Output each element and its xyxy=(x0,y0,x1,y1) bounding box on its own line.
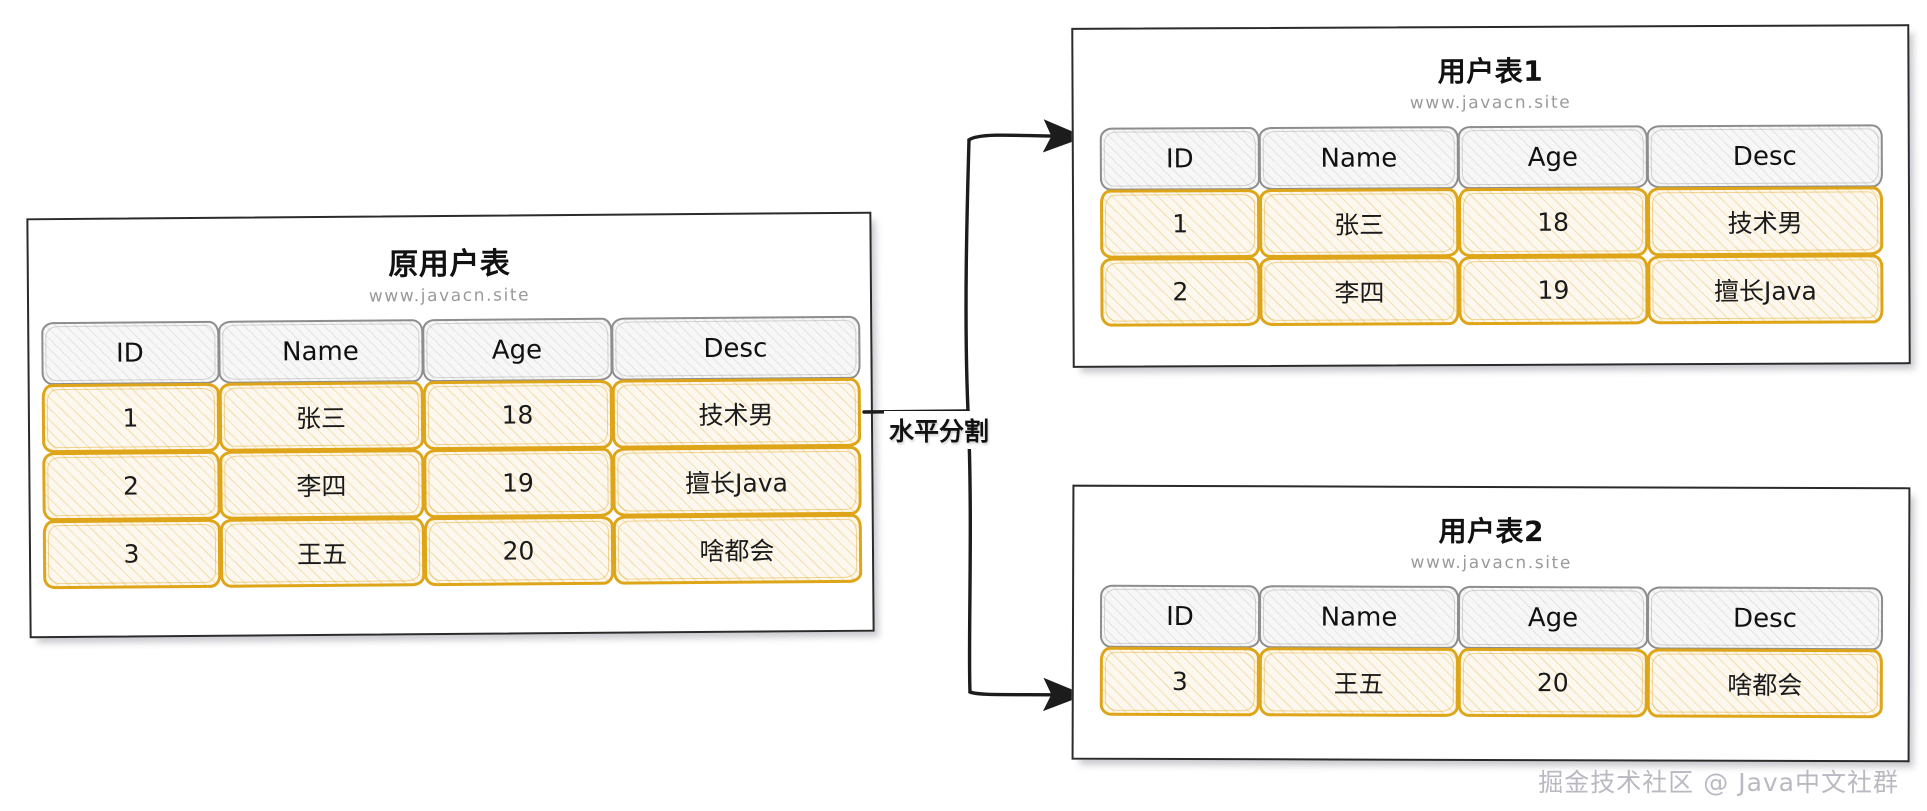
column-header-age: Age xyxy=(1457,125,1648,190)
cell-name: 张三 xyxy=(1258,188,1460,259)
cell-id: 3 xyxy=(1099,646,1260,717)
cell-age: 20 xyxy=(423,515,614,587)
column-header-id: ID xyxy=(40,320,220,386)
table-row: 2 李四 19 擅长Java xyxy=(41,445,862,522)
table-row: 3 王五 20 啥都会 xyxy=(1099,646,1883,719)
shard1-table-subtitle: www.javacn.site xyxy=(1409,92,1572,114)
cell-name: 张三 xyxy=(218,381,424,452)
column-header-name: Name xyxy=(217,319,424,384)
cell-desc: 啥都会 xyxy=(1646,648,1883,719)
cell-age: 18 xyxy=(422,379,613,451)
table-row: 1 张三 18 技术男 xyxy=(41,377,861,454)
cell-name: 王五 xyxy=(1258,647,1459,717)
column-header-name: Name xyxy=(1258,126,1459,191)
column-header-id: ID xyxy=(1099,584,1261,649)
watermark: 掘金技术社区 @ Java中文社群 xyxy=(1538,768,1899,797)
shard2-table-title: 用户表2 xyxy=(1438,514,1545,549)
column-header-id: ID xyxy=(1099,127,1260,191)
cell-id: 3 xyxy=(42,518,221,590)
column-header-age: Age xyxy=(1457,585,1649,650)
shard1-table-title: 用户表1 xyxy=(1437,54,1544,89)
table-header-row: ID Name Age Desc xyxy=(1099,124,1883,191)
cell-id: 2 xyxy=(41,450,221,522)
shard1-table-panel: 用户表1 www.javacn.site ID Name Age Desc 1 … xyxy=(1071,24,1911,368)
cell-name: 王五 xyxy=(219,517,425,588)
shard2-table-panel: 用户表2 www.javacn.site ID Name Age Desc 3 … xyxy=(1071,484,1911,763)
table-row: 3 王五 20 啥都会 xyxy=(42,513,862,590)
column-header-name: Name xyxy=(1258,585,1460,649)
cell-age: 18 xyxy=(1457,187,1649,258)
cell-id: 1 xyxy=(41,382,220,454)
cell-name: 李四 xyxy=(1259,256,1460,327)
table-header-row: ID Name Age Desc xyxy=(1099,584,1884,651)
column-header-desc: Desc xyxy=(610,315,861,381)
split-label: 水平分割 xyxy=(884,411,995,449)
cell-id: 2 xyxy=(1100,257,1261,327)
source-table-subtitle: www.javacn.site xyxy=(368,285,531,307)
source-table-title: 原用户表 xyxy=(388,246,511,283)
source-table-panel: 原用户表 www.javacn.site ID Name Age Desc 1 … xyxy=(26,211,875,639)
column-header-desc: Desc xyxy=(1646,586,1884,651)
cell-desc: 啥都会 xyxy=(612,513,862,585)
shard2-table-subtitle: www.javacn.site xyxy=(1410,552,1572,574)
cell-age: 19 xyxy=(422,447,614,519)
source-table: ID Name Age Desc 1 张三 18 技术男 2 李四 19 擅长J… xyxy=(40,315,862,590)
shard2-table: ID Name Age Desc 3 王五 20 啥都会 xyxy=(1099,584,1884,719)
cell-age: 19 xyxy=(1458,255,1649,326)
column-header-age: Age xyxy=(421,317,613,383)
table-row: 2 李四 19 擅长Java xyxy=(1100,254,1884,327)
cell-desc: 技术男 xyxy=(1646,186,1884,257)
table-row: 1 张三 18 技术男 xyxy=(1099,186,1884,259)
cell-age: 20 xyxy=(1457,647,1648,718)
cell-desc: 擅长Java xyxy=(611,445,862,517)
cell-desc: 擅长Java xyxy=(1647,254,1884,325)
cell-id: 1 xyxy=(1099,189,1261,259)
shard1-table: ID Name Age Desc 1 张三 18 技术男 2 李四 19 擅长J… xyxy=(1099,124,1884,327)
column-header-desc: Desc xyxy=(1646,124,1883,189)
table-header-row: ID Name Age Desc xyxy=(40,315,861,386)
cell-desc: 技术男 xyxy=(611,377,861,449)
cell-name: 李四 xyxy=(218,449,425,520)
